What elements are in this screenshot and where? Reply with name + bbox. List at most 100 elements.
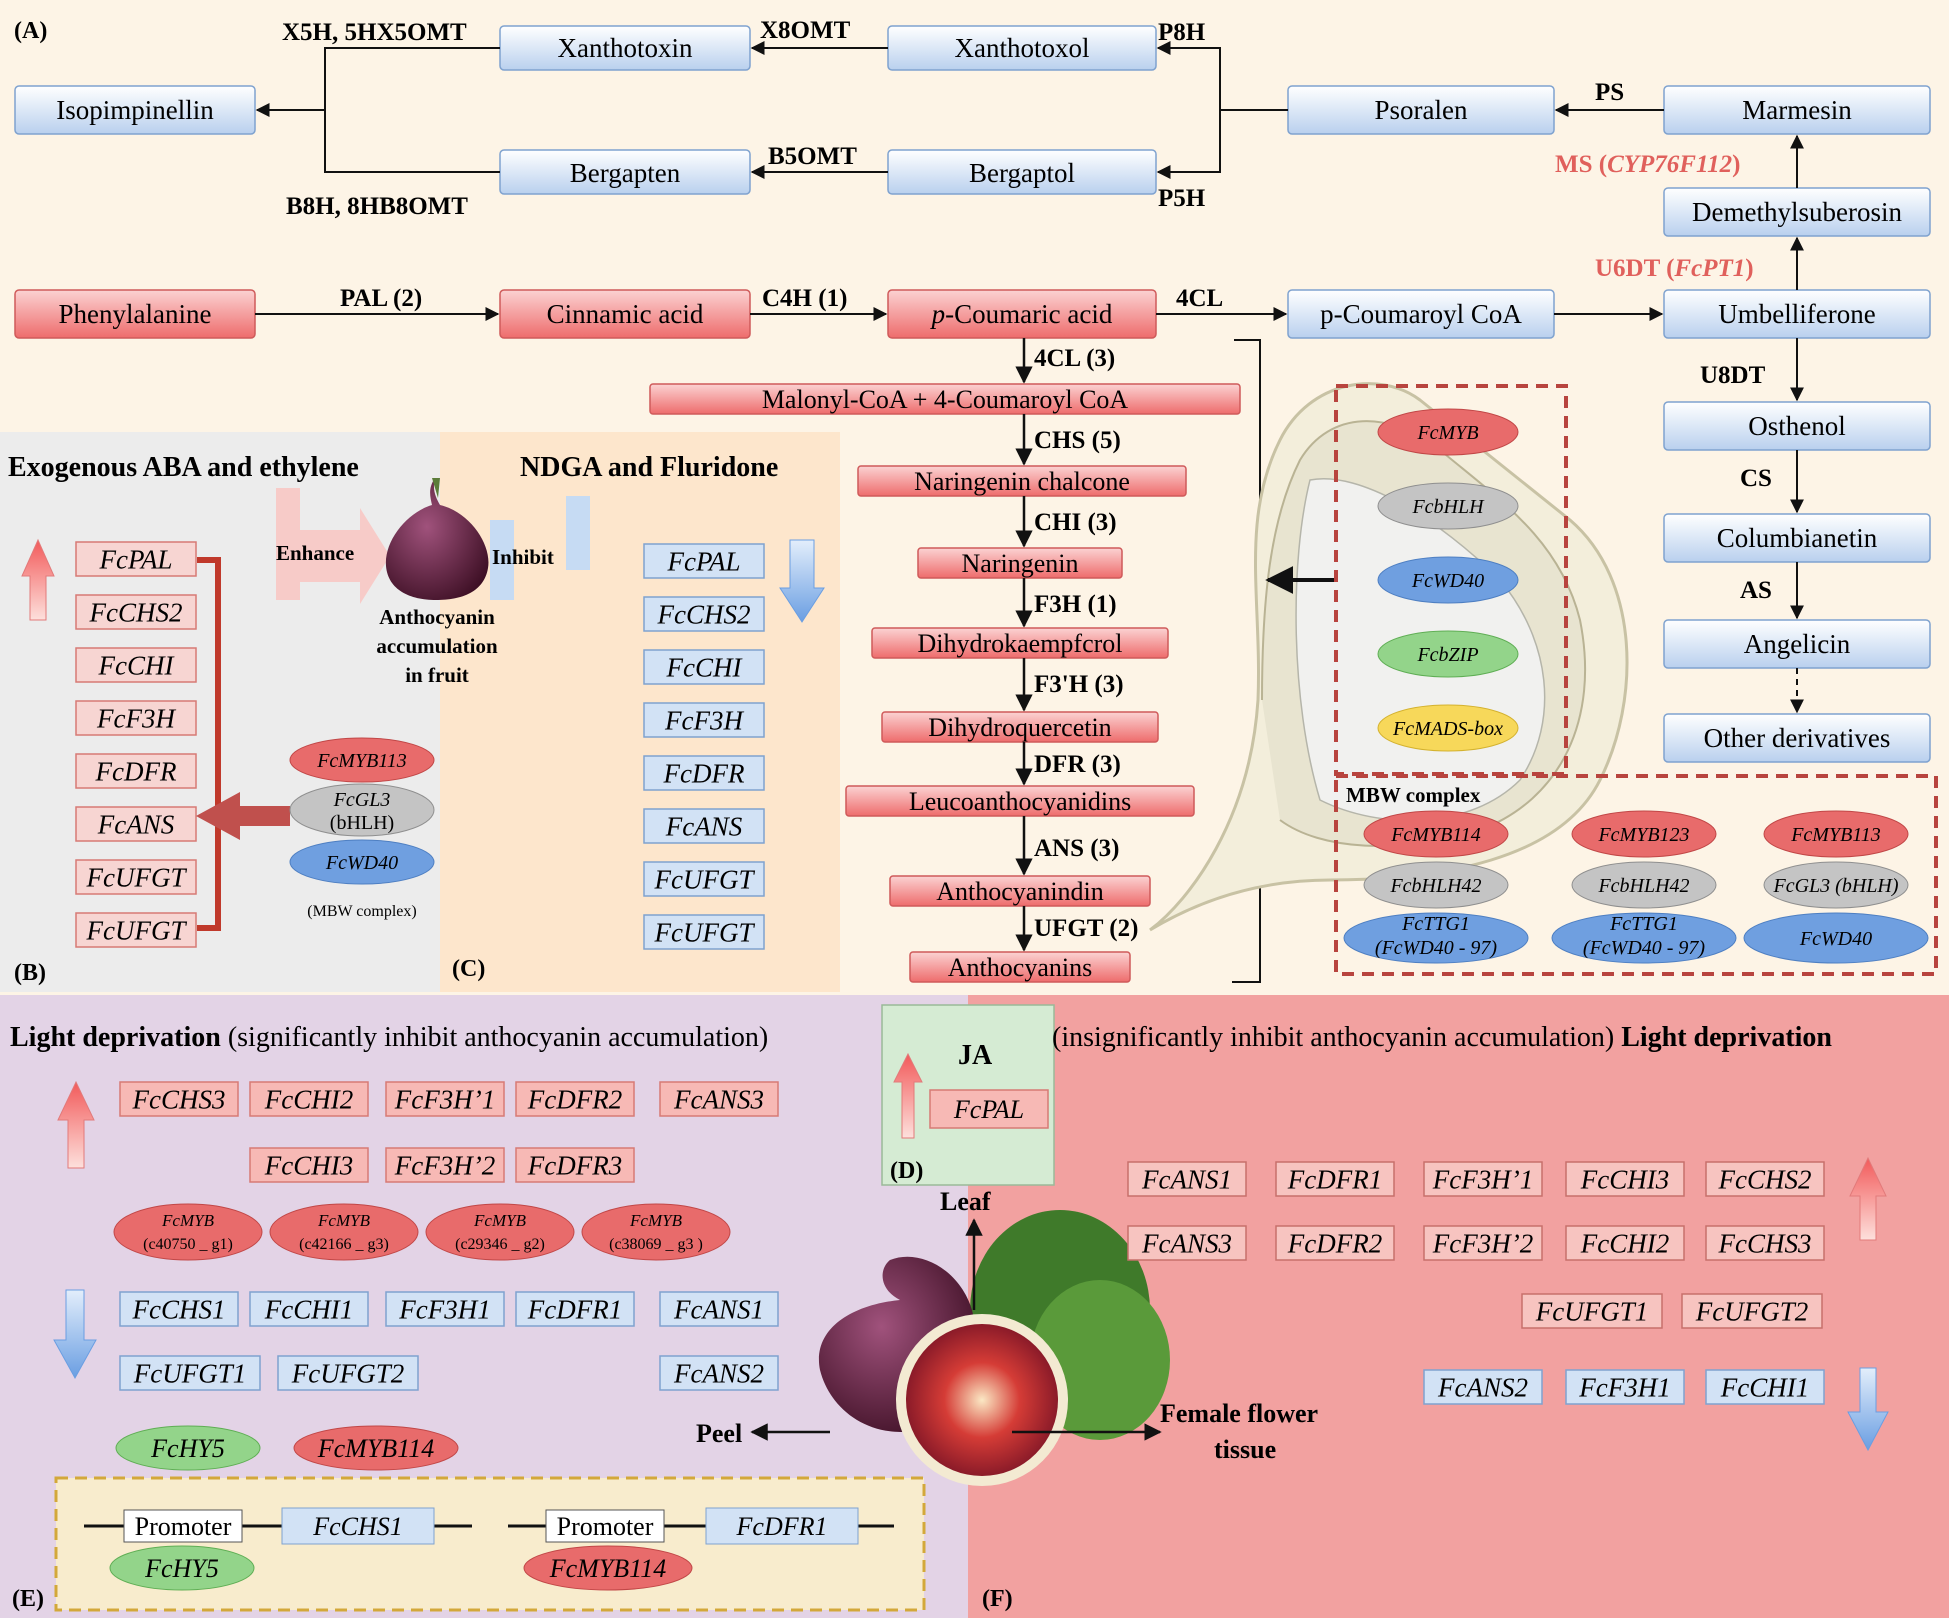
gene-box [249, 1081, 369, 1117]
pathway-enzyme: F3'H (3) [1034, 671, 1124, 698]
gene-label: FcDFR2 [1287, 1228, 1382, 1258]
gene-label: FcF3H [96, 703, 176, 733]
peel-label: Peel [696, 1419, 742, 1448]
gene-label: FcCHI [666, 652, 744, 682]
gene-box [643, 861, 765, 897]
gene-box [75, 753, 197, 789]
node-demethylsuberosin: Demethylsuberosin [1663, 187, 1931, 237]
mbw-bhlh [1363, 861, 1509, 909]
myb-id: (c42166 _ g3) [299, 1236, 389, 1253]
mbw-complex-box [1334, 774, 1938, 976]
gene-box [75, 806, 197, 842]
mbw-myb-label: FcMYB123 [1597, 824, 1689, 846]
panel-f-title: (insignificantly inhibit anthocyanin acc… [1052, 1022, 1832, 1053]
gene-label: FcCHS2 [89, 597, 183, 627]
tf-ellipse [1377, 556, 1519, 604]
tf-label: FcbHLH [1411, 496, 1485, 518]
gene-box [643, 755, 765, 791]
gene-box [643, 914, 765, 950]
gene-label: FcANS [97, 809, 175, 839]
gene-label: FcDFR1 [1287, 1164, 1382, 1194]
node-phenylalanine: Phenylalanine [14, 289, 256, 339]
myb-label: FcMYB [629, 1211, 683, 1230]
svg-text:accumulation: accumulation [376, 634, 498, 658]
gene-label: FcUFGT [86, 915, 188, 945]
mbw-wd40 [1343, 912, 1529, 964]
mbw-myb-label: FcMYB114 [1390, 824, 1481, 846]
gene-label: FcF3H [664, 705, 744, 735]
gene-box [1423, 1161, 1543, 1197]
mbw-bhlh-label: FcbHLH42 [1597, 875, 1689, 897]
panel-b-genes: FcPALFcCHS2FcCHIFcF3HFcDFRFcANSFcUFGTFcU… [75, 541, 197, 948]
tf-ellipse [1377, 408, 1519, 456]
gene-box [1521, 1293, 1663, 1329]
fig-fruit-icon [385, 478, 489, 600]
mbw-bhlh-label: FcGL3 (bHLH) [1773, 875, 1899, 897]
gene-box [385, 1147, 505, 1183]
gene-box [75, 594, 197, 630]
gene-box [1565, 1369, 1685, 1405]
enhance-label: Enhance [276, 541, 354, 565]
svg-text:FcWD40: FcWD40 [325, 852, 398, 874]
myb-ellipse [425, 1203, 575, 1261]
gene-label: FcANS2 [1437, 1372, 1528, 1402]
svg-text:Osthenol: Osthenol [1748, 411, 1846, 441]
down-arrow-icon [779, 539, 825, 623]
panel-e-label: (E) [12, 1586, 44, 1612]
gene-label: FcCHS2 [657, 599, 751, 629]
panel-b-label: (B) [14, 960, 46, 986]
svg-text:Anthocyanin: Anthocyanin [379, 605, 495, 629]
gene-label: FcF3H’1 [394, 1084, 495, 1114]
mbw-bhlh [1571, 861, 1717, 909]
pathway-product-box [649, 383, 1241, 415]
pathway-product: Leucoanthocyanidins [909, 787, 1131, 816]
node-columbianetin: Columbianetin [1663, 513, 1931, 563]
gene-box [75, 912, 197, 948]
enzyme-b5omt: B5OMT [768, 143, 857, 170]
gene-label: FcCHI3 [1580, 1164, 1669, 1194]
gene-label: FcDFR [95, 756, 177, 786]
enzyme-ps: PS [1595, 79, 1624, 106]
gene-box [385, 1291, 505, 1327]
tf-label: FcMYB [1416, 422, 1478, 444]
gene-label: FcCHS2 [1718, 1164, 1812, 1194]
gene-label: FcPAL [99, 544, 173, 574]
gene-box [1275, 1161, 1395, 1197]
gene-label: FcCHI1 [1720, 1372, 1809, 1402]
pathway-product: Dihydroquercetin [928, 713, 1111, 742]
node-cinnamic-acid: Cinnamic acid [499, 289, 751, 339]
mbw-bhlh-label: FcbHLH42 [1389, 875, 1481, 897]
gene-label: FcANS1 [673, 1294, 764, 1324]
gene-label: FcDFR [663, 758, 745, 788]
leaf-label: Leaf [940, 1187, 991, 1216]
gene-box [515, 1081, 635, 1117]
gene-box [75, 700, 197, 736]
enzyme-b8h: B8H, 8HB8OMT [286, 193, 468, 220]
node-psoralen: Psoralen [1287, 85, 1555, 135]
mbw-wd40-label: FcTTG1 [1401, 913, 1470, 935]
svg-text:FcMYB114: FcMYB114 [317, 1434, 435, 1463]
gene-box [643, 543, 765, 579]
promoter-constructs: Promoter FcCHS1 Promoter FcDFR1 FcHY5 Fc… [84, 1507, 894, 1591]
gene-label: FcCHI2 [1580, 1228, 1669, 1258]
gene-label: FcCHS3 [1718, 1228, 1812, 1258]
gene-box [119, 1291, 239, 1327]
svg-text:FcCHS1: FcCHS1 [312, 1512, 403, 1541]
gene-box [75, 859, 197, 895]
panel-d-gene: FcPAL [929, 1089, 1049, 1129]
gene-label: FcANS [665, 811, 743, 841]
enzyme-4cl-coumaroyl: 4CL [1176, 285, 1223, 312]
gene-box [643, 649, 765, 685]
fruit-caption: Anthocyanin accumulation in fruit [376, 605, 498, 687]
mbw-myb [1571, 810, 1717, 858]
gene-box [1681, 1293, 1823, 1329]
svg-text:FcMYB114: FcMYB114 [549, 1554, 667, 1583]
svg-text:Promoter: Promoter [557, 1512, 654, 1541]
gene-label: FcUFGT2 [291, 1358, 404, 1388]
enhance-arrow-icon [276, 488, 390, 604]
panel-e-title: Light deprivation (significantly inhibit… [10, 1022, 768, 1053]
svg-text:Psoralen: Psoralen [1375, 95, 1468, 125]
panel-d-label: (D) [890, 1158, 923, 1184]
pathway-product: Anthocyanins [948, 953, 1092, 982]
